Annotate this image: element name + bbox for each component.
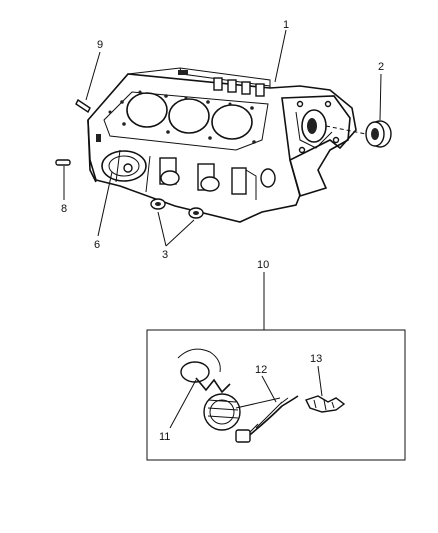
callout-8: 8 [61, 203, 67, 215]
callout-12: 12 [255, 364, 267, 376]
core-plugs [150, 198, 204, 219]
callout-1: 1 [283, 19, 289, 31]
rear-seal [325, 120, 392, 148]
distributor-gear-assembly [177, 348, 281, 431]
sensor-clip [305, 395, 346, 413]
dowel-pin-upper [75, 98, 91, 114]
leader-lines [63, 29, 382, 429]
callout-10: 10 [257, 259, 269, 271]
callout-3: 3 [162, 249, 168, 261]
engine-block [87, 67, 357, 223]
callout-9: 9 [97, 39, 103, 51]
callout-2: 2 [378, 61, 384, 73]
callout-13: 13 [310, 353, 322, 365]
detail-inset-box [146, 329, 406, 461]
wiring-harness [235, 395, 299, 443]
callout-11: 11 [159, 431, 170, 443]
dowel-pin-left [55, 159, 71, 166]
callout-6: 6 [94, 239, 100, 251]
